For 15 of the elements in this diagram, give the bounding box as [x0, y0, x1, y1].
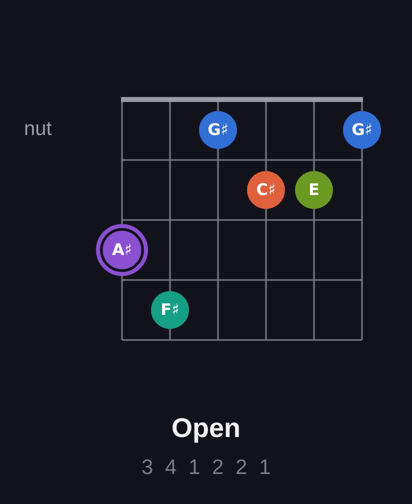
- chord-title: Open: [172, 413, 241, 444]
- note-dot: [247, 171, 285, 209]
- note-dot: [151, 291, 189, 329]
- note-name: A♯: [112, 242, 132, 258]
- note-name: F♯: [160, 302, 180, 318]
- note-name: E: [308, 182, 320, 198]
- finger-numbers: 3 4 1 2 2 1: [142, 456, 274, 480]
- highlighted-note-dot: [96, 224, 148, 276]
- note-dot: [295, 171, 333, 209]
- note-name: G♯: [352, 122, 372, 138]
- note-dot: [199, 111, 237, 149]
- nut-label: nut: [24, 118, 52, 141]
- note-name: C♯: [256, 182, 276, 198]
- note-dot: [343, 111, 381, 149]
- note-name: G♯: [208, 122, 228, 138]
